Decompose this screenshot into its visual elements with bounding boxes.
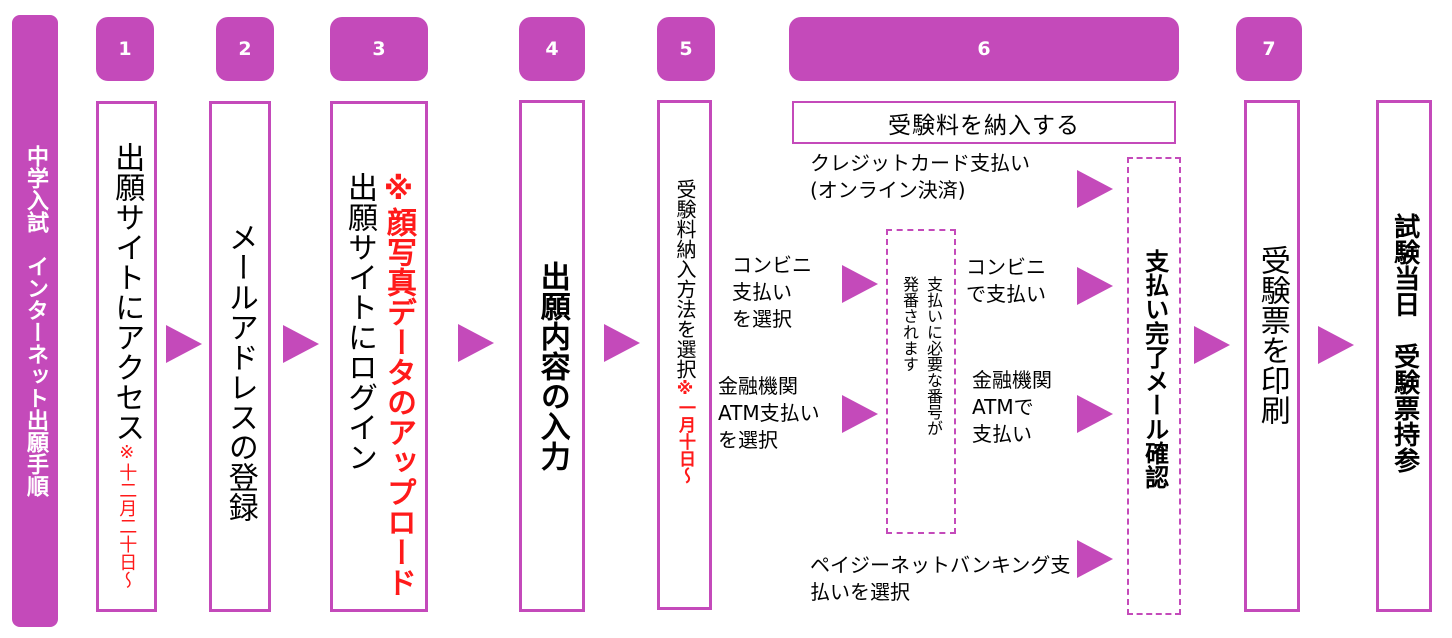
step-3-text: 出願サイトにログイン [342,172,377,472]
step-1-content: 出願サイトにアクセス※十二月二十日～ [109,142,145,609]
arrow-credit [1077,170,1113,208]
bank-atm-pay: 金融機関 ATMで 支払い [972,367,1052,448]
bank-pay-2: ATMで [972,395,1034,419]
conv-select-3: を選択 [732,307,792,331]
bank-select-2: ATM支払い [718,401,820,425]
bank-select-1: 金融機関 [718,374,798,398]
step-1-text: 出願サイトにアクセス [109,142,145,442]
bank-pay-3: 支払い [972,422,1032,446]
payeasy-option: ペイジーネットバンキング支 払いを選択 [810,552,1070,606]
step-6-header-text: 受験料を納入する [888,112,1080,139]
title-text: 中学入試 インターネット出願手順 [23,145,48,497]
step-7-badge: 7 [1236,17,1302,81]
number-issued-line2: 発番されます [900,276,919,372]
arrow-bank-pay [1077,395,1113,433]
credit-card-option: クレジットカード支払い (オンライン決済) [810,150,1030,204]
arrow-3-to-4 [458,324,494,362]
step-5-note: ※一月十日～ [675,379,695,484]
arrow-4-to-5 [604,324,640,362]
conv-pay-2: で支払い [966,282,1046,306]
payeasy-line2: 払いを選択 [810,580,910,604]
conv-select-1: コンビニ [732,253,812,277]
payeasy-line1: ペイジーネットバンキング支 [810,553,1071,577]
step-3-number: 3 [372,38,386,60]
step-3-content: ※顔写真データのアップロード出願サイトにログイン [340,172,418,609]
conv-select-2: 支払い [732,280,792,304]
credit-line1: クレジットカード支払い [810,151,1030,175]
step-2-number: 2 [238,38,252,60]
arrow-conv-select [842,265,878,303]
arrow-1-to-2 [166,325,202,363]
step-4-box: 出願内容の入力 [519,100,585,612]
step-3-note: ※顔写真データのアップロード [381,172,416,597]
payment-complete-box: 支払い完了メール確認 [1127,157,1181,615]
arrow-bank-select [842,395,878,433]
final-box: 試験当日 受験票持参 [1376,100,1432,612]
arrow-7-to-final [1318,326,1354,364]
convenience-select: コンビニ 支払い を選択 [732,252,812,333]
step-5-content: 受験料納入方法を選択※一月十日～ [673,179,697,607]
arrow-payeasy [1077,540,1113,578]
final-text: 試験当日 受験票持参 [1389,213,1420,473]
step-2-text: メールアドレスの登録 [222,222,258,522]
step-7-box: 受験票を印刷 [1244,100,1300,612]
step-5-number: 5 [679,38,693,60]
bank-atm-select: 金融機関 ATM支払い を選択 [718,373,820,454]
step-5-badge: 5 [657,17,715,81]
number-issued-content: 支払いに必要な番号が発番されます [897,276,945,532]
step-4-number: 4 [545,38,559,60]
step-1-badge: 1 [96,17,154,81]
arrow-complete-to-7 [1194,326,1230,364]
number-issued-box: 支払いに必要な番号が発番されます [886,229,956,534]
credit-line2: (オンライン決済) [810,178,966,202]
bank-select-3: を選択 [718,428,778,452]
step-6-number: 6 [977,38,991,60]
conv-pay-1: コンビニ [966,255,1046,279]
title-bar: 中学入試 インターネット出願手順 [12,15,58,627]
step-6-header: 受験料を納入する [792,101,1176,144]
payment-complete-text: 支払い完了メール確認 [1140,249,1169,489]
step-4-text: 出願内容の入力 [534,261,570,471]
step-7-text: 受験票を印刷 [1254,245,1290,425]
convenience-pay: コンビニ で支払い [966,254,1046,308]
step-3-box: ※顔写真データのアップロード出願サイトにログイン [330,101,428,612]
step-5-box: 受験料納入方法を選択※一月十日～ [657,100,712,610]
step-3-badge: 3 [330,17,428,81]
number-issued-line1: 支払いに必要な番号が [924,276,943,436]
bank-pay-1: 金融機関 [972,368,1052,392]
step-1-note: ※十二月二十日～ [116,442,138,589]
step-2-box: メールアドレスの登録 [209,101,271,612]
step-6-badge: 6 [789,17,1179,81]
step-7-number: 7 [1262,38,1276,60]
step-4-badge: 4 [519,17,585,81]
step-5-text: 受験料納入方法を選択 [673,179,697,379]
arrow-2-to-3 [283,325,319,363]
step-1-box: 出願サイトにアクセス※十二月二十日～ [96,101,157,612]
arrow-conv-pay [1077,267,1113,305]
step-1-number: 1 [118,38,132,60]
step-2-badge: 2 [216,17,274,81]
